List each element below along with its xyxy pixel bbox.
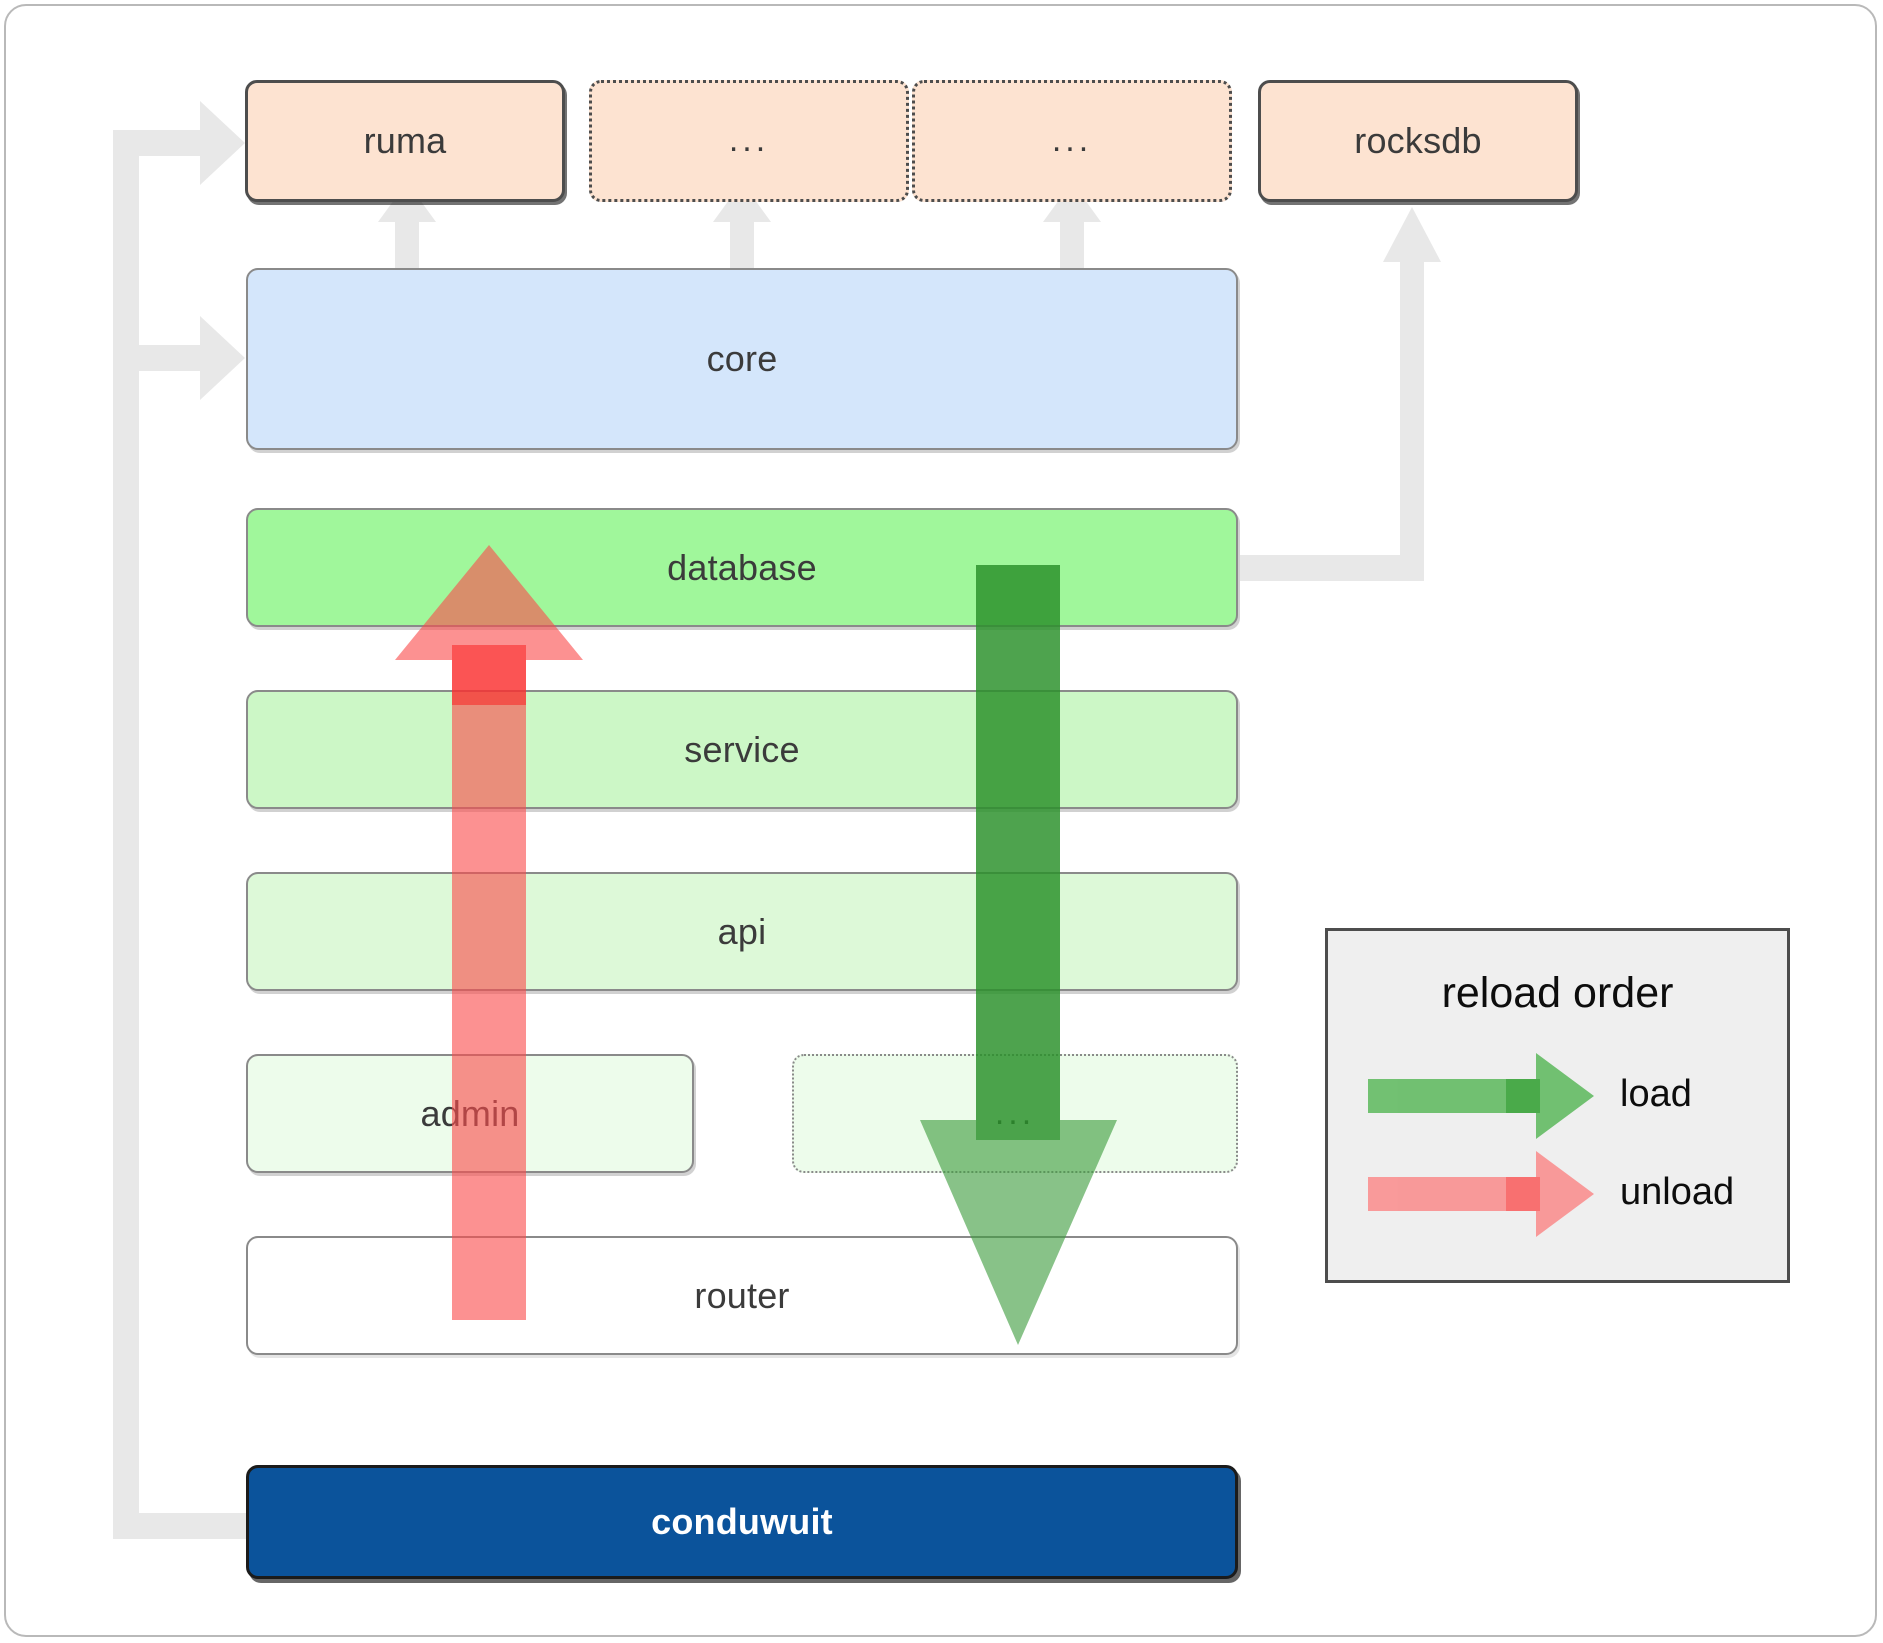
node-database[interactable]: database — [246, 508, 1238, 627]
legend-unload-label: unload — [1620, 1171, 1735, 1213]
node-rocksdb[interactable]: rocksdb — [1258, 80, 1578, 202]
node-dependency-ellipsis-2[interactable]: ... — [912, 80, 1232, 202]
node-api-label: api — [717, 910, 767, 952]
legend-panel: reload order load unload — [1325, 928, 1790, 1283]
legend-title: reload order — [1441, 969, 1674, 1017]
node-admin[interactable]: admin — [246, 1054, 694, 1173]
legend-row-unload: unload — [1328, 1149, 1787, 1239]
node-admin-label: admin — [420, 1092, 520, 1134]
node-core-label: core — [706, 338, 778, 379]
node-router-label: router — [694, 1274, 790, 1316]
node-service[interactable]: service — [246, 690, 1238, 809]
legend-row-load: load — [1328, 1051, 1787, 1141]
node-core[interactable]: core — [246, 268, 1238, 450]
legend-unload-arrow-icon — [1368, 1151, 1594, 1237]
node-database-label: database — [667, 546, 817, 588]
node-dependency-ellipsis-1[interactable]: ... — [589, 80, 909, 202]
node-api[interactable]: api — [246, 872, 1238, 991]
node-admin-sibling-ellipsis[interactable]: ... — [792, 1054, 1238, 1173]
node-admin-sibling-ellipsis-label: ... — [994, 1093, 1036, 1132]
node-dependency-ellipsis-1-label: ... — [728, 121, 770, 160]
node-router[interactable]: router — [246, 1236, 1238, 1355]
legend-load-arrow-icon — [1368, 1053, 1594, 1139]
node-rocksdb-label: rocksdb — [1354, 120, 1482, 161]
diagram-frame — [4, 4, 1877, 1637]
node-ruma[interactable]: ruma — [245, 80, 565, 202]
node-service-label: service — [684, 728, 800, 770]
node-conduwuit-label: conduwuit — [651, 1501, 833, 1542]
node-ruma-label: ruma — [363, 120, 447, 161]
node-dependency-ellipsis-2-label: ... — [1051, 121, 1093, 160]
legend-load-label: load — [1620, 1073, 1692, 1115]
node-conduwuit[interactable]: conduwuit — [246, 1465, 1238, 1579]
